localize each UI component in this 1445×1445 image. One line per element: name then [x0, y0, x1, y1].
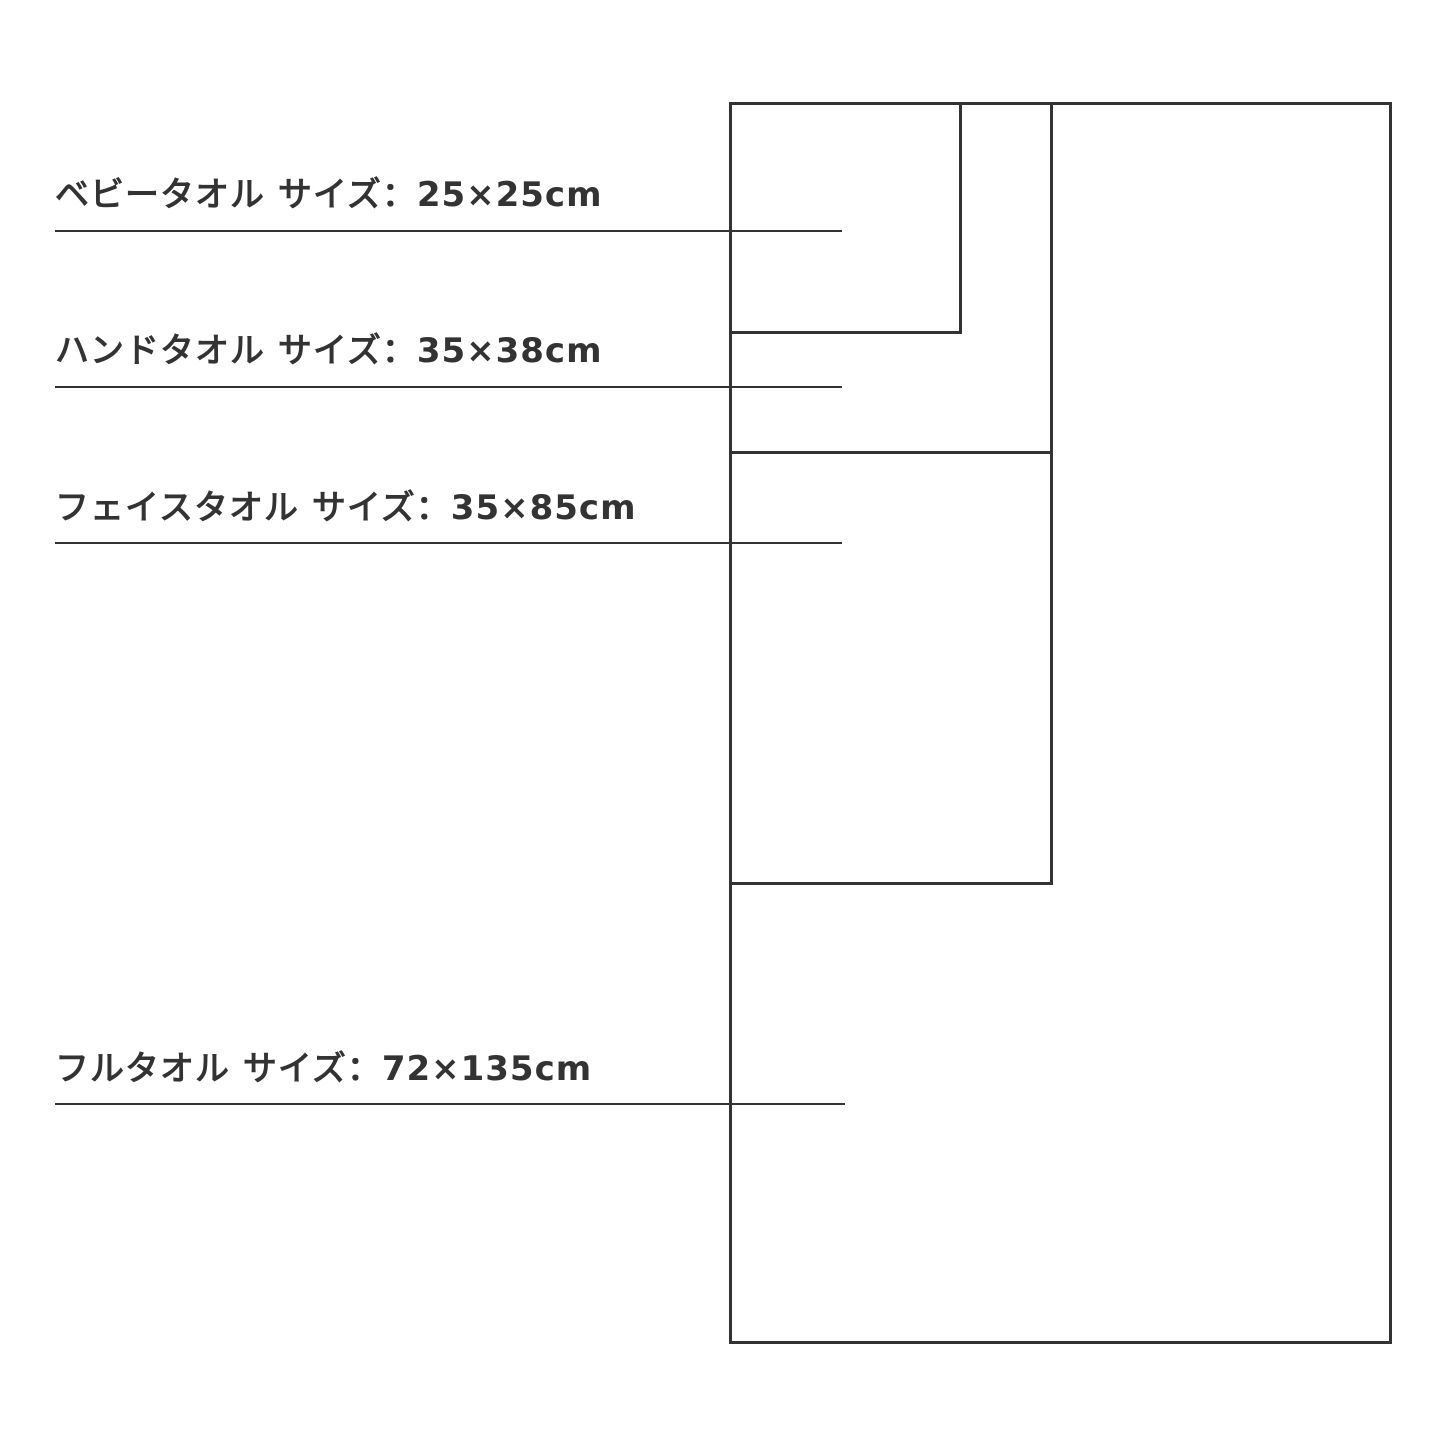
baby-towel-label: ベビータオル サイズ：25×25cm: [55, 175, 603, 215]
baby-towel-leader-line: [55, 230, 842, 232]
face-towel-leader-line: [55, 542, 842, 544]
full-towel-leader-line: [55, 1103, 845, 1105]
hand-towel-label: ハンドタオル サイズ：35×38cm: [55, 331, 603, 371]
baby-towel-outline: [729, 102, 962, 334]
full-towel-label: フルタオル サイズ：72×135cm: [55, 1049, 593, 1089]
hand-towel-leader-line: [55, 386, 842, 388]
face-towel-label: フェイスタオル サイズ：35×85cm: [55, 488, 637, 528]
